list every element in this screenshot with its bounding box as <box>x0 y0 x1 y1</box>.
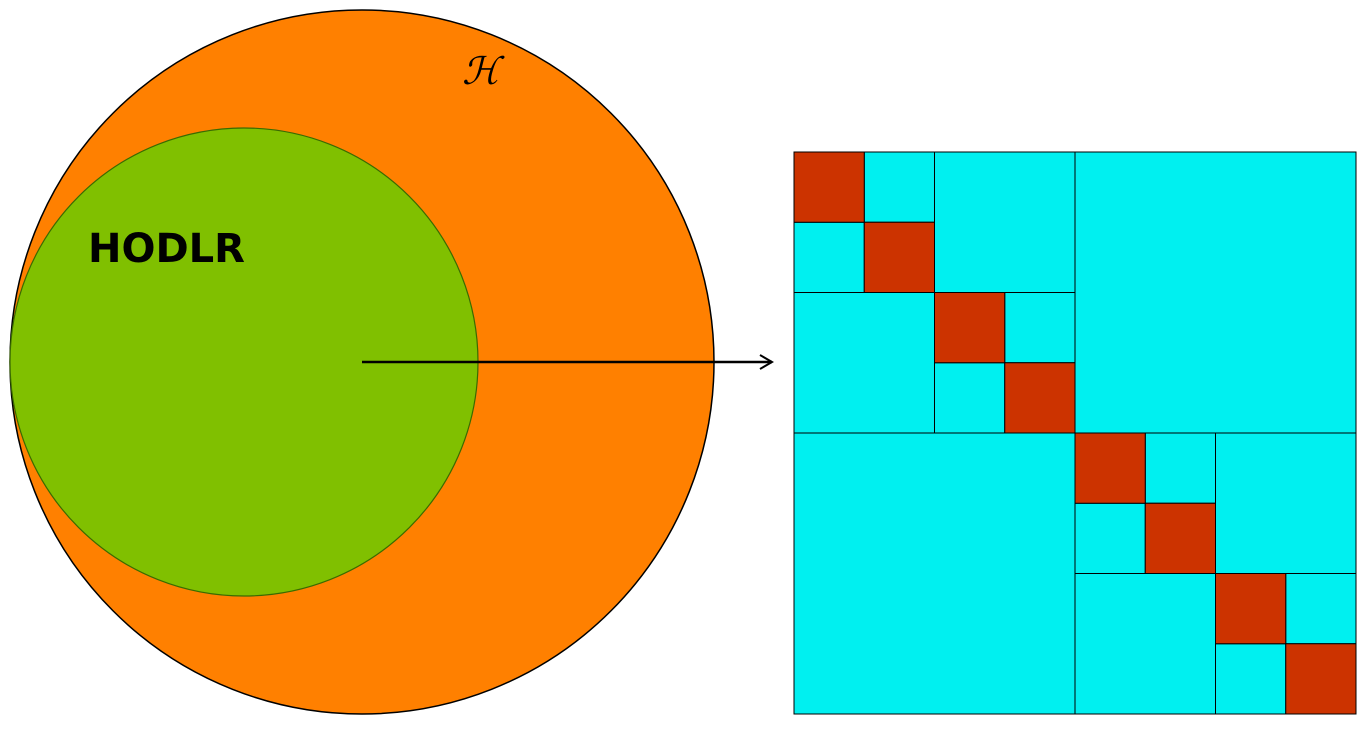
dense-diagonal-block <box>1144 502 1216 574</box>
low-rank-offdiagonal-block <box>863 151 935 223</box>
low-rank-offdiagonal-block <box>1144 432 1216 504</box>
low-rank-offdiagonal-block <box>1215 432 1357 574</box>
dense-diagonal-block <box>793 151 865 223</box>
dense-diagonal-block <box>1215 573 1287 645</box>
low-rank-offdiagonal-block <box>934 151 1076 293</box>
dense-diagonal-block <box>1004 362 1076 434</box>
dense-diagonal-block <box>863 221 935 293</box>
low-rank-offdiagonal-block <box>793 292 935 434</box>
low-rank-offdiagonal-block <box>1074 151 1357 434</box>
low-rank-offdiagonal-block <box>1285 573 1357 645</box>
low-rank-offdiagonal-block <box>1074 573 1216 715</box>
hodlr-label: HODLR <box>88 226 245 272</box>
hodlr-matrix <box>793 151 1357 715</box>
low-rank-offdiagonal-block <box>1004 292 1076 364</box>
low-rank-offdiagonal-block <box>1074 502 1146 574</box>
dense-diagonal-block <box>1285 643 1357 715</box>
dense-diagonal-block <box>934 292 1006 364</box>
low-rank-offdiagonal-block <box>793 432 1076 715</box>
dense-diagonal-block <box>1074 432 1146 504</box>
low-rank-offdiagonal-block <box>934 362 1006 434</box>
low-rank-offdiagonal-block <box>1215 643 1287 715</box>
h-matrix-label: ℋ <box>462 49 505 93</box>
low-rank-offdiagonal-block <box>793 221 865 293</box>
